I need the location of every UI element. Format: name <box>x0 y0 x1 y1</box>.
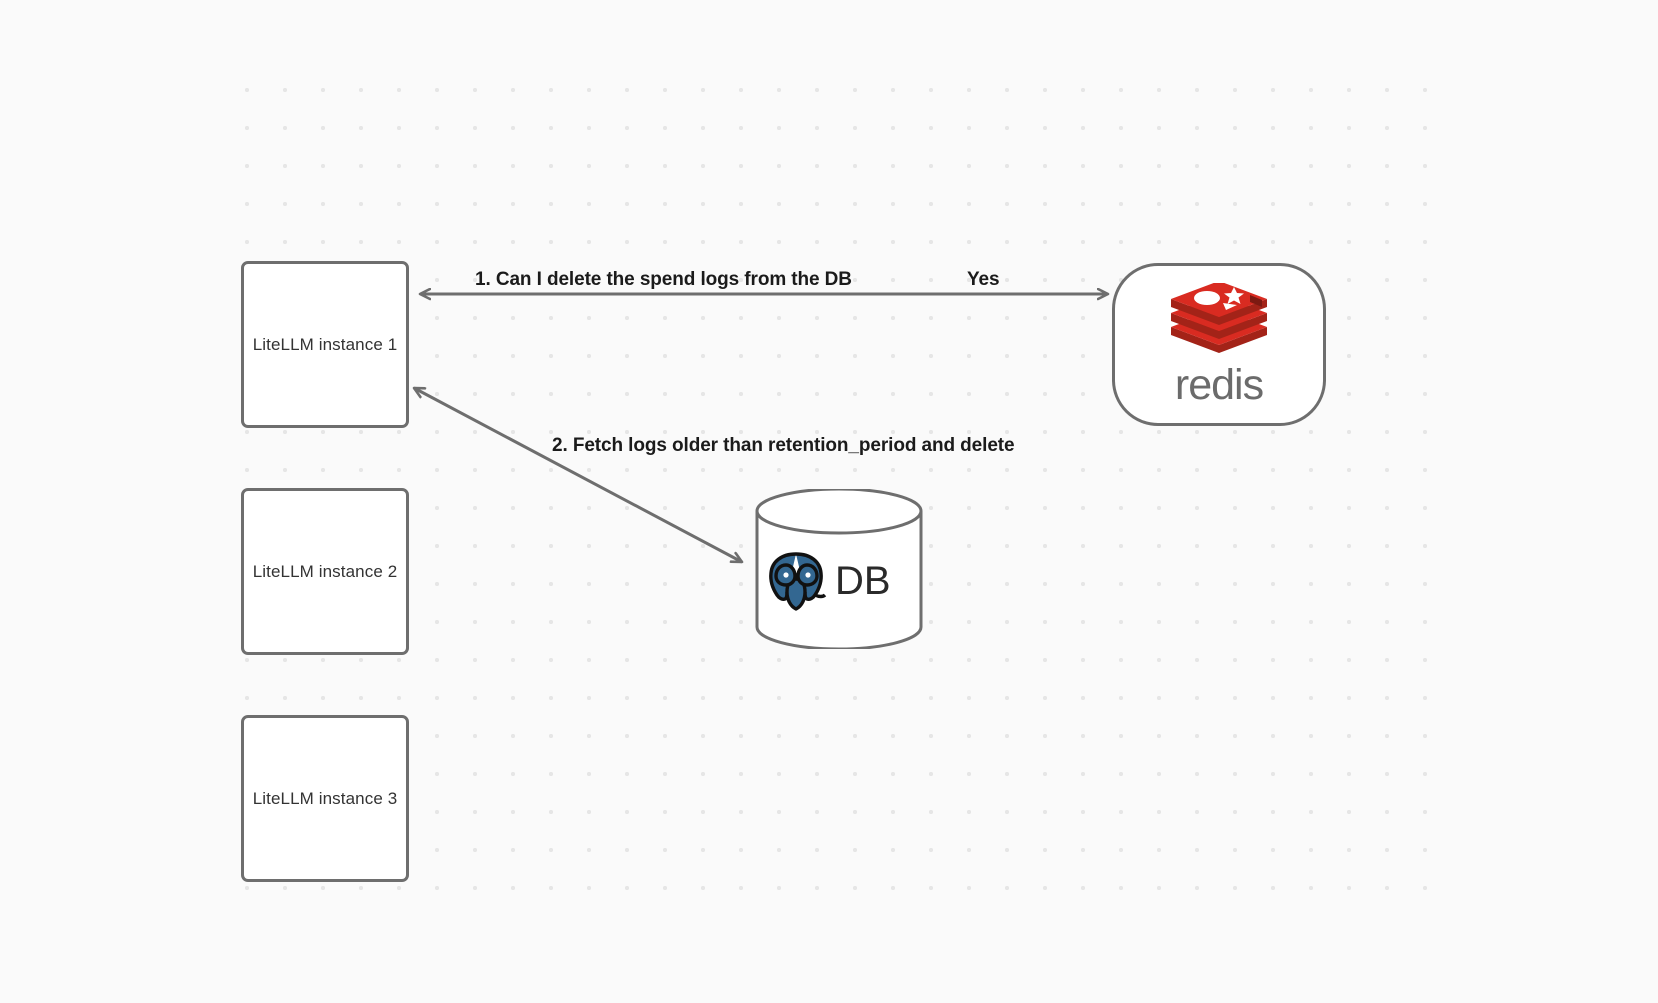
node-litellm-instance-2[interactable]: LiteLLM instance 2 <box>241 488 409 655</box>
edge-label-1-reply: Yes <box>967 269 1000 290</box>
redis-logo-icon <box>1167 280 1271 362</box>
node-redis[interactable]: redis <box>1112 263 1326 426</box>
edge-label-1: 1. Can I delete the spend logs from the … <box>475 269 852 290</box>
node-litellm-instance-3[interactable]: LiteLLM instance 3 <box>241 715 409 882</box>
postgresql-elephant-icon <box>765 551 829 618</box>
redis-wordmark: redis <box>1174 360 1264 409</box>
node-label: LiteLLM instance 3 <box>252 788 398 808</box>
edge-instance1-db <box>414 386 742 564</box>
node-label: LiteLLM instance 1 <box>252 334 398 354</box>
edge-label-2: 2. Fetch logs older than retention_perio… <box>552 435 1015 456</box>
node-label: LiteLLM instance 2 <box>252 561 398 581</box>
node-litellm-instance-1[interactable]: LiteLLM instance 1 <box>241 261 409 428</box>
node-postgres-db[interactable]: DB <box>753 489 925 649</box>
db-label: DB <box>835 559 891 603</box>
